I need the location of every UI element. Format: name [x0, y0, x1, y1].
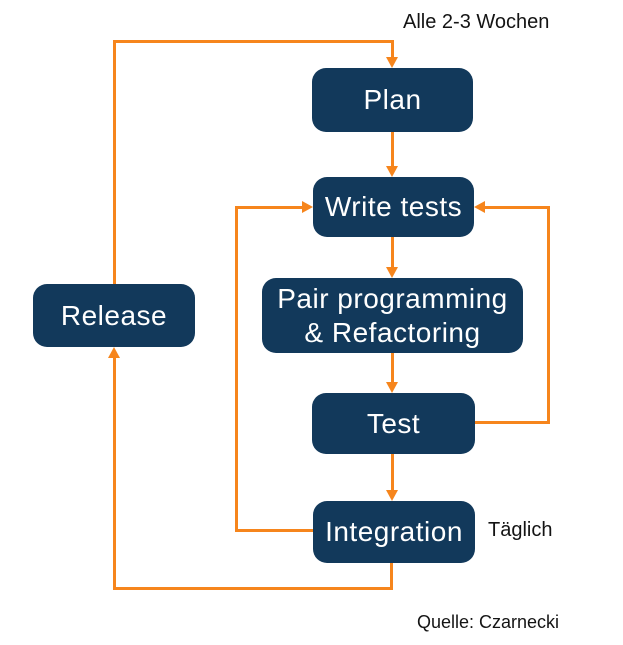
edge-release-to-plan-segment-across: [113, 40, 394, 43]
edge-integration-to-release-segment-up: [113, 357, 116, 590]
node-integration-label: Integration: [325, 516, 463, 548]
node-pair-programming-line1: Pair programming: [277, 283, 508, 315]
node-test-label: Test: [366, 407, 421, 439]
daily-frequency-label: Täglich: [488, 519, 553, 541]
node-write-tests: Write tests: [313, 177, 474, 237]
arrowhead-down-icon: [386, 490, 398, 501]
node-plan-label: Plan: [363, 84, 422, 116]
node-write-tests-label: Write tests: [324, 191, 463, 223]
arrowhead-up-icon: [108, 347, 120, 358]
node-pair-programming-line2: & Refactoring: [304, 316, 481, 348]
edge-test-to-writetests-segment-out: [475, 421, 550, 424]
arrowhead-down-icon: [386, 166, 398, 177]
source-credit-label: Quelle: Czarnecki: [417, 612, 560, 632]
edge-integration-to-release-segment-down: [390, 563, 393, 590]
node-release: Release: [33, 284, 195, 347]
cycle-frequency-label: Alle 2-3 Wochen: [403, 11, 550, 33]
edge-test-to-integration-segment: [391, 454, 394, 491]
edge-test-to-writetests-segment-in: [485, 206, 550, 209]
edge-release-to-plan-segment-up: [113, 41, 116, 284]
edge-integration-to-writetests-segment-out: [235, 529, 313, 532]
node-pair-programming-label: Pair programming & Refactoring: [277, 282, 508, 348]
edge-integration-to-release-segment-across: [113, 587, 393, 590]
node-pair-programming: Pair programming & Refactoring: [262, 278, 523, 353]
node-test: Test: [312, 393, 475, 454]
edge-pair-to-test-segment: [391, 353, 394, 383]
node-integration: Integration: [313, 501, 475, 563]
edge-plan-to-writetests-segment: [391, 132, 394, 167]
node-plan: Plan: [312, 68, 473, 132]
edge-test-to-writetests-segment-up: [547, 207, 550, 424]
edge-release-to-plan-segment-down: [391, 40, 394, 58]
node-release-label: Release: [60, 299, 168, 331]
arrowhead-left-icon: [474, 201, 485, 213]
edge-integration-to-writetests-segment-in: [235, 206, 303, 209]
edge-writetests-to-pair-segment: [391, 237, 394, 268]
arrowhead-down-icon: [386, 57, 398, 68]
arrowhead-right-icon: [302, 201, 313, 213]
arrowhead-down-icon: [386, 267, 398, 278]
edge-integration-to-writetests-segment-up: [235, 206, 238, 532]
arrowhead-down-icon: [386, 382, 398, 393]
